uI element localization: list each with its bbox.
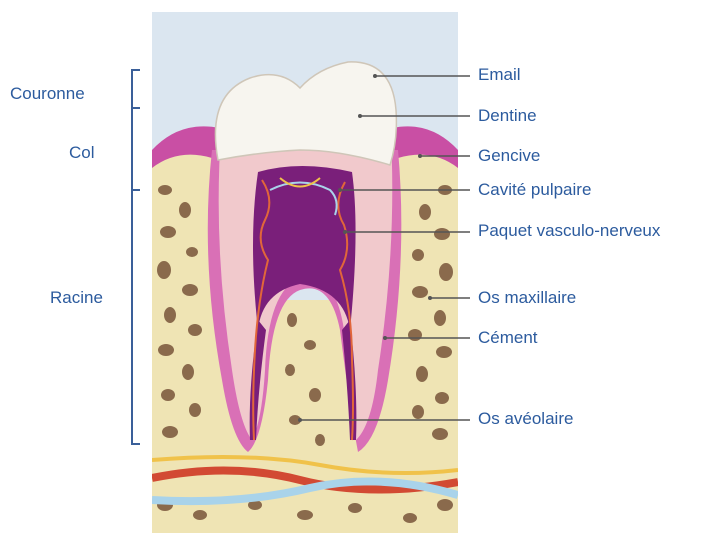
region-label-root: Racine	[50, 288, 103, 308]
label-neurovascular-bundle: Paquet vasculo-nerveux	[478, 221, 660, 241]
label-pulp-cavity: Cavité pulpaire	[478, 180, 591, 200]
label-maxillary-bone: Os maxillaire	[478, 288, 576, 308]
label-gum: Gencive	[478, 146, 540, 166]
label-cementum: Cément	[478, 328, 538, 348]
region-brackets	[132, 70, 140, 444]
label-alveolar-bone: Os avéolaire	[478, 409, 573, 429]
region-label-crown: Couronne	[10, 84, 85, 104]
label-enamel: Email	[478, 65, 521, 85]
region-label-neck: Col	[69, 143, 95, 163]
label-dentin: Dentine	[478, 106, 537, 126]
